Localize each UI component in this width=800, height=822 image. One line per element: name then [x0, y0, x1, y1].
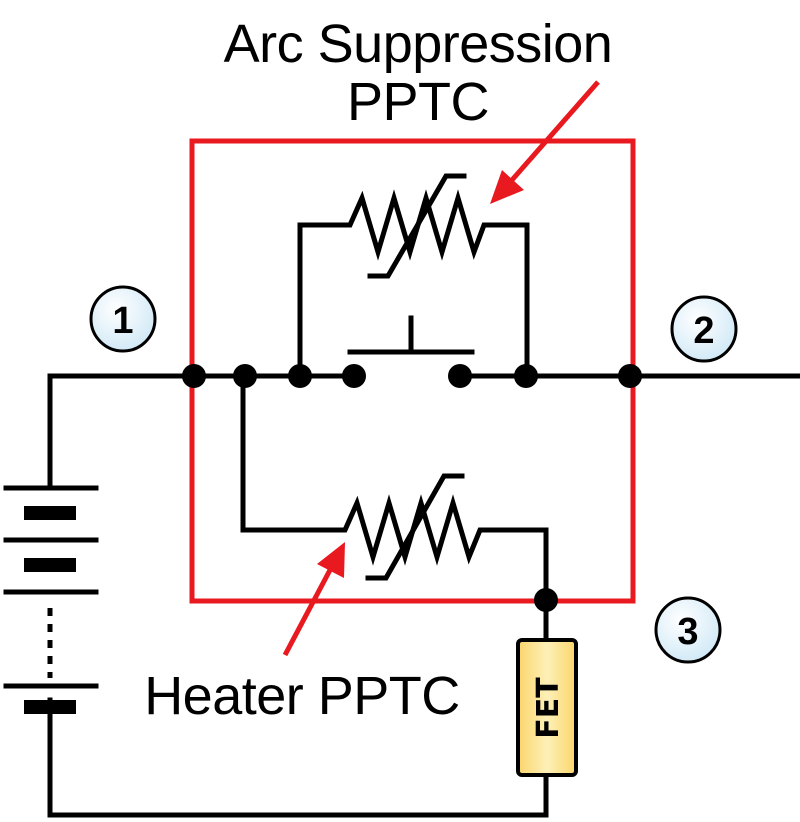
switch-lever [347, 315, 475, 355]
arc-suppression-title: Arc Suppression [224, 14, 613, 74]
terminal-2-label: 2 [693, 310, 714, 352]
fet-label: FET [531, 677, 566, 739]
bottom-rail-wire [47, 697, 549, 818]
arc-suppression-title-pptc: PPTC [347, 72, 489, 132]
arc-pptc-diagonal [367, 173, 467, 279]
heater-pptc-diagonal [365, 473, 465, 581]
heater-pptc-title: Heater PPTC [144, 666, 460, 726]
terminal-1: 1 [89, 285, 157, 353]
terminal-1-label: 1 [112, 300, 133, 342]
terminal-3: 3 [654, 596, 722, 664]
battery-symbol [3, 485, 99, 714]
arc-pptc-pointer-arrow [490, 80, 600, 204]
main-wire-left [47, 373, 356, 489]
terminal-3-label: 3 [677, 611, 698, 653]
terminal-2: 2 [670, 295, 738, 363]
junction-dots [182, 364, 642, 612]
heater-pptc-pointer-arrow [282, 542, 345, 657]
fet-component: FET [516, 638, 578, 777]
